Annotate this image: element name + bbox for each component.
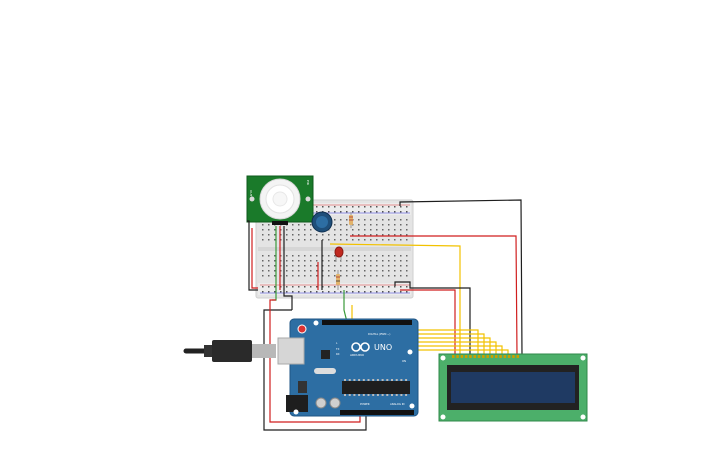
power-header-label: POWER — [360, 402, 370, 406]
lcd-pins — [452, 355, 519, 358]
on-label: ON — [402, 359, 406, 363]
usb-cable — [183, 340, 276, 362]
led-label-l: L — [336, 341, 338, 345]
digital-header-label: DIGITAL (PWM ~) — [368, 332, 390, 336]
pir-sensor[interactable]: OUT PIR — [246, 175, 314, 225]
led-label-tx: TX — [336, 347, 340, 351]
lcd-display[interactable] — [438, 353, 588, 422]
arduino-uno[interactable]: UNO ARDUINO DIGITAL (PWM ~) POWER ANALOG… — [277, 318, 419, 417]
resistor-top — [349, 212, 353, 228]
analog-header-label: ANALOG IN — [390, 402, 404, 406]
arduino-brand: ARDUINO — [350, 353, 365, 357]
resistor-bottom — [336, 270, 340, 290]
potentiometer[interactable] — [311, 211, 333, 233]
led[interactable] — [334, 246, 344, 262]
breadboard[interactable] — [255, 199, 414, 299]
pir-label: PIR — [306, 180, 310, 185]
arduino-logo — [351, 342, 370, 352]
chip-pins — [344, 379, 408, 396]
led-label-rx: RX — [336, 352, 340, 356]
arduino-model: UNO — [374, 343, 392, 352]
pir-pin-label: OUT — [249, 190, 253, 197]
